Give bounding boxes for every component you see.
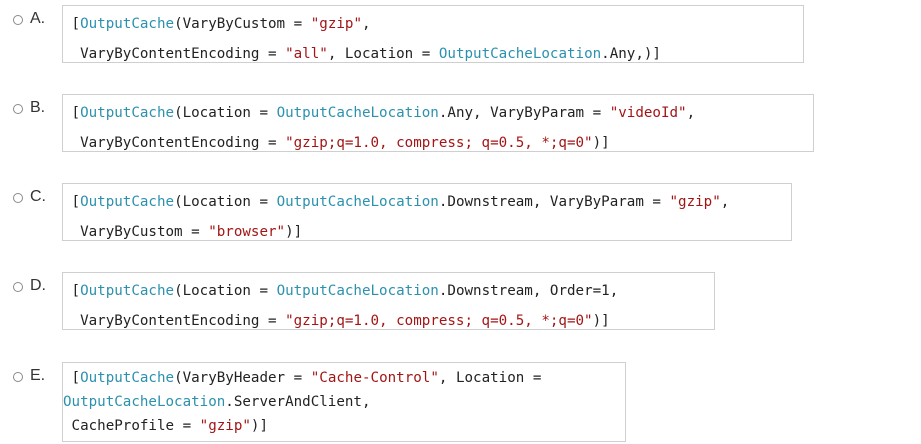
radio-button[interactable] [13, 15, 23, 25]
code-line: VaryByContentEncoding = "all", Location … [63, 39, 803, 69]
option-letter: A. [30, 10, 46, 27]
code-token-plain: , [720, 194, 730, 210]
option-letter: B. [30, 99, 46, 116]
code-token-str: "gzip;q=1.0, compress; q=0.5, *;q=0" [285, 313, 593, 329]
code-token-plain: .Any, VaryByParam = [438, 105, 610, 121]
code-token-plain: [ [63, 283, 81, 299]
code-token-plain: )] [592, 313, 610, 329]
code-token-str: "gzip;q=1.0, compress; q=0.5, *;q=0" [285, 135, 593, 151]
radio-button[interactable] [13, 372, 23, 382]
code-token-plain: (VaryByCustom = [174, 16, 311, 32]
code-token-attr: OutputCache [80, 283, 175, 299]
code-line: [OutputCache(Location = OutputCacheLocat… [63, 276, 714, 306]
code-token-plain: .ServerAndClient, [225, 394, 371, 410]
code-line: VaryByCustom = "browser")] [63, 217, 791, 247]
code-token-plain: .Downstream, VaryByParam = [438, 194, 670, 210]
code-token-str: "videoId" [609, 105, 687, 121]
code-line: VaryByContentEncoding = "gzip;q=1.0, com… [63, 306, 714, 336]
option-letter: D. [30, 277, 46, 294]
radio-button[interactable] [13, 193, 23, 203]
code-token-plain: , [361, 16, 371, 32]
code-token-attr: OutputCache [80, 16, 175, 32]
code-token-plain: [ [63, 105, 81, 121]
option-letter: C. [30, 188, 46, 205]
code-line: CacheProfile = "gzip")] [63, 414, 625, 438]
code-snippet-box: [OutputCache(Location = OutputCacheLocat… [62, 272, 715, 330]
code-token-plain: , [686, 105, 696, 121]
code-token-plain: .Any,)] [601, 46, 661, 62]
code-line: [OutputCache(VaryByHeader = "Cache-Contr… [63, 366, 625, 390]
code-token-str: "Cache-Control" [310, 370, 439, 386]
code-token-attr: OutputCache [80, 105, 175, 121]
code-line: [OutputCache(Location = OutputCacheLocat… [63, 98, 813, 128]
option-letter: E. [30, 367, 46, 384]
code-token-str: "gzip" [310, 16, 362, 32]
code-token-plain: [ [63, 370, 81, 386]
code-line: [OutputCache(VaryByCustom = "gzip", [63, 9, 803, 39]
code-token-plain: (VaryByHeader = [174, 370, 311, 386]
code-token-plain: )] [250, 418, 269, 434]
code-token-plain: VaryByContentEncoding = [63, 313, 286, 329]
code-token-type: OutputCacheLocation [438, 46, 602, 62]
code-snippet-box: [OutputCache(Location = OutputCacheLocat… [62, 94, 814, 152]
code-token-plain: VaryByCustom = [63, 224, 209, 240]
code-token-plain: CacheProfile = [63, 418, 200, 434]
code-snippet-box: [OutputCache(VaryByCustom = "gzip", Vary… [62, 5, 804, 63]
code-token-plain: , Location = [438, 370, 542, 386]
code-token-attr: OutputCache [80, 194, 175, 210]
code-token-plain: , Location = [327, 46, 439, 62]
code-token-type: OutputCacheLocation [276, 194, 439, 210]
radio-button[interactable] [13, 104, 23, 114]
code-token-str: "browser" [208, 224, 286, 240]
code-line: OutputCacheLocation.ServerAndClient, [63, 390, 625, 414]
code-token-attr: OutputCache [80, 370, 175, 386]
code-token-plain: VaryByContentEncoding = [63, 46, 286, 62]
code-token-plain: )] [285, 224, 303, 240]
code-token-type: OutputCacheLocation [276, 283, 439, 299]
code-token-plain: .Downstream, Order=1, [438, 283, 619, 299]
code-snippet-box: [OutputCache(Location = OutputCacheLocat… [62, 183, 792, 241]
code-line: VaryByContentEncoding = "gzip;q=1.0, com… [63, 128, 813, 158]
code-token-str: "gzip" [669, 194, 721, 210]
code-token-plain: (Location = [174, 105, 277, 121]
code-line: [OutputCache(Location = OutputCacheLocat… [63, 187, 791, 217]
code-token-plain: (Location = [174, 194, 277, 210]
code-token-type: OutputCacheLocation [276, 105, 439, 121]
code-token-plain: )] [592, 135, 610, 151]
code-token-plain: [ [63, 16, 81, 32]
code-token-plain: [ [63, 194, 81, 210]
code-token-plain: (Location = [174, 283, 277, 299]
code-token-plain: VaryByContentEncoding = [63, 135, 286, 151]
code-token-str: "gzip" [199, 418, 251, 434]
code-snippet-box: [OutputCache(VaryByHeader = "Cache-Contr… [62, 362, 626, 442]
radio-button[interactable] [13, 282, 23, 292]
code-token-str: "all" [285, 46, 328, 62]
code-token-type: OutputCacheLocation [63, 394, 226, 410]
